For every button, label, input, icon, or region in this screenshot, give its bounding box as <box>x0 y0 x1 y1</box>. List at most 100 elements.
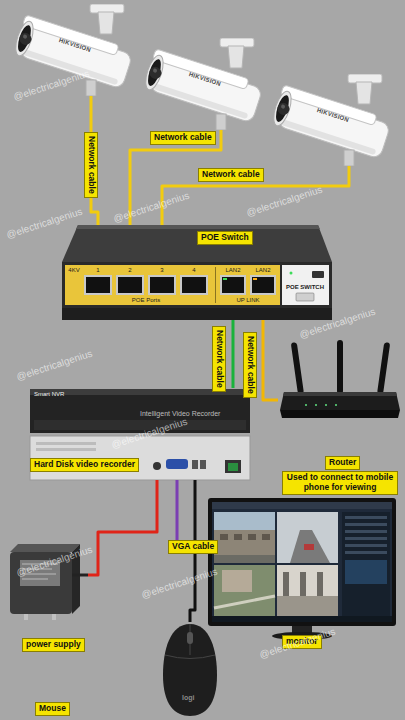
video-recorder-art <box>30 436 250 480</box>
poe-switch-art <box>62 308 332 320</box>
device-text: HIKVISION <box>188 71 222 88</box>
cable-label: Network cable <box>198 168 264 182</box>
watermark: @electricalgenius <box>245 184 324 219</box>
network-cable <box>130 130 221 225</box>
monitor-art <box>345 537 387 540</box>
label-tag: Used to connect to mobile phone for view… <box>282 471 398 495</box>
camera: HIKVISION <box>140 38 265 130</box>
camera-art <box>270 74 392 166</box>
video-recorder-art <box>36 442 96 445</box>
router-art <box>325 404 327 406</box>
poe-switch-art <box>223 278 227 280</box>
monitor-art <box>214 596 275 608</box>
poe-switch-art <box>116 275 144 295</box>
power-adapter-art <box>22 573 56 575</box>
monitor-art <box>277 596 338 616</box>
power-adapter-art <box>10 552 72 614</box>
video-recorder-art <box>166 459 188 469</box>
device-text: Smart NVR <box>34 391 64 398</box>
router-art <box>377 342 390 394</box>
label-tag: POE Switch <box>197 231 253 245</box>
device-text: HIKVISION <box>58 37 92 54</box>
mouse-art <box>163 624 217 716</box>
network-cable <box>231 320 234 388</box>
poe-switch-art <box>180 275 208 295</box>
network-cable <box>263 320 278 400</box>
router-art <box>335 404 337 406</box>
poe-switch-art <box>62 225 332 262</box>
device-text: Intelligent Video Recorder <box>140 410 220 418</box>
poe-switch-art <box>250 275 276 295</box>
monitor-art <box>345 523 387 526</box>
monitor-art <box>234 534 242 540</box>
video-recorder-art <box>225 460 241 473</box>
poe-switch-art <box>222 277 244 293</box>
router-art <box>280 340 400 418</box>
vga-cable <box>177 480 208 548</box>
power-adapter-art <box>22 568 52 570</box>
router-art <box>280 392 400 410</box>
monitor-art <box>262 534 270 540</box>
poe-switch-art <box>148 275 176 295</box>
video-recorder-art <box>200 460 206 469</box>
poe-switch-art <box>86 277 110 293</box>
monitor-art <box>345 544 387 547</box>
power-adapter-art <box>22 578 48 580</box>
poe-switch-art <box>252 277 274 293</box>
cable-label: Network cable <box>150 131 216 145</box>
monitor-art <box>212 502 392 509</box>
network-cable <box>91 96 98 225</box>
camera-art <box>12 4 134 96</box>
monitor-art <box>345 516 387 519</box>
monitor-art <box>283 572 289 596</box>
camera-art <box>12 4 392 166</box>
monitor-art <box>220 534 228 540</box>
power-adapter-art <box>10 544 88 620</box>
router-art <box>280 410 400 418</box>
monitor-art <box>212 502 392 622</box>
monitor-art <box>214 555 275 563</box>
mouse-art <box>165 655 215 659</box>
poe-switch-art <box>76 225 320 229</box>
monitor-art <box>300 572 306 596</box>
label-tag: monitor <box>282 635 322 649</box>
monitor-art <box>345 560 387 584</box>
power-adapter-art <box>24 614 28 620</box>
poe-switch-art <box>84 275 112 295</box>
router-art <box>283 392 397 396</box>
monitor: monitor <box>208 498 396 632</box>
monitor-art <box>345 551 387 554</box>
device-text: HIKVISION <box>316 107 350 124</box>
camera: HIKVISION <box>10 4 135 96</box>
monitor-art <box>248 534 256 540</box>
mouse-cable <box>190 480 195 622</box>
poe-switch-art <box>215 267 216 303</box>
monitor-art <box>222 570 252 592</box>
mouse-art <box>163 624 217 716</box>
monitor-art <box>277 512 338 563</box>
poe-switch-art <box>65 265 280 305</box>
monitor-art <box>317 572 323 596</box>
camera: HIKVISION <box>268 74 393 166</box>
video-recorder-art <box>192 460 198 469</box>
power-adapter-art <box>52 614 56 620</box>
video-recorder: Smart NVRIntelligent Video RecorderHard … <box>28 388 250 480</box>
power-adapter-art <box>72 574 88 577</box>
camera-art <box>142 38 264 130</box>
label-tag: Mouse <box>35 702 70 716</box>
cable-label: Network cable <box>212 326 226 392</box>
mouse: logiMouse <box>160 622 220 718</box>
watermark: @electricalgenius <box>15 348 94 383</box>
power-adapter: power supply <box>6 538 88 620</box>
video-recorder-art <box>36 448 96 451</box>
router: RouterUsed to connect to mobile phone fo… <box>278 340 402 420</box>
watermark: @electricalgenius <box>140 566 219 601</box>
power-cable <box>88 480 157 575</box>
poe-switch-art <box>312 271 324 278</box>
watermark: @electricalgenius <box>112 190 191 225</box>
watermark: @electricalgenius <box>5 206 84 241</box>
monitor-art <box>208 498 396 626</box>
